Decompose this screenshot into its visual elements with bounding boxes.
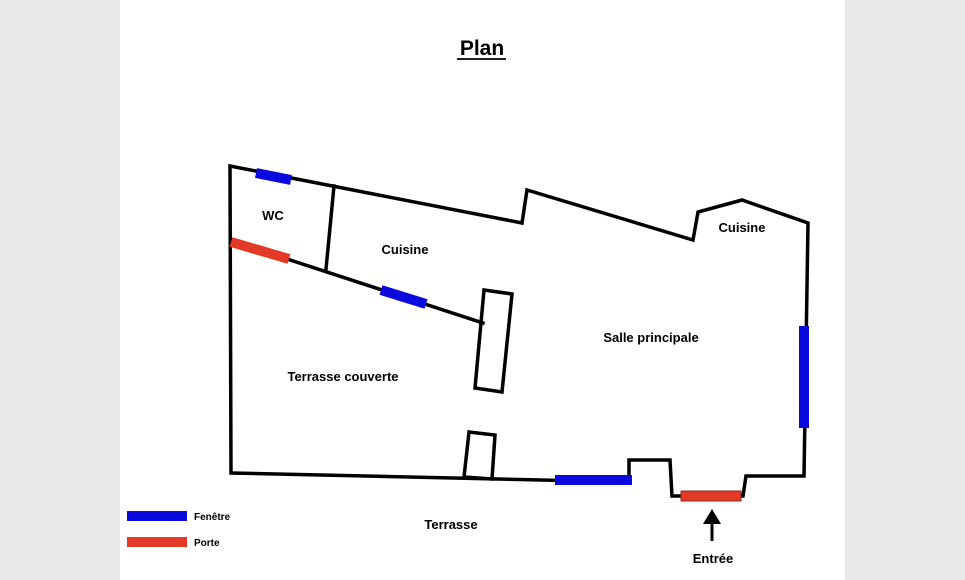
window-diagonal	[379, 285, 428, 309]
room-label-terrace: Terrasse	[424, 517, 477, 532]
room-label-kitchen-right: Cuisine	[719, 220, 766, 235]
entrance-label: Entrée	[693, 551, 733, 566]
legend-door-swatch	[127, 537, 187, 547]
room-label-kitchen: Cuisine	[382, 242, 429, 257]
pillar-upper	[473, 288, 514, 394]
window-wc	[255, 168, 292, 185]
pillar-lower	[462, 430, 497, 481]
room-label-wc: WC	[262, 208, 284, 223]
outer-wall	[228, 163, 810, 498]
room-label-covered-terrace: Terrasse couverte	[287, 369, 398, 384]
wc-wall	[324, 184, 336, 271]
legend-window-swatch	[127, 511, 187, 521]
door-wc	[229, 237, 291, 264]
legend-door-label: Porte	[194, 538, 220, 549]
plan-title: Plan	[460, 37, 504, 60]
entrance-arrow-icon	[703, 509, 721, 524]
room-label-main-hall: Salle principale	[603, 330, 698, 345]
door-entrance	[680, 490, 742, 502]
legend-window-label: Fenêtre	[194, 512, 231, 523]
